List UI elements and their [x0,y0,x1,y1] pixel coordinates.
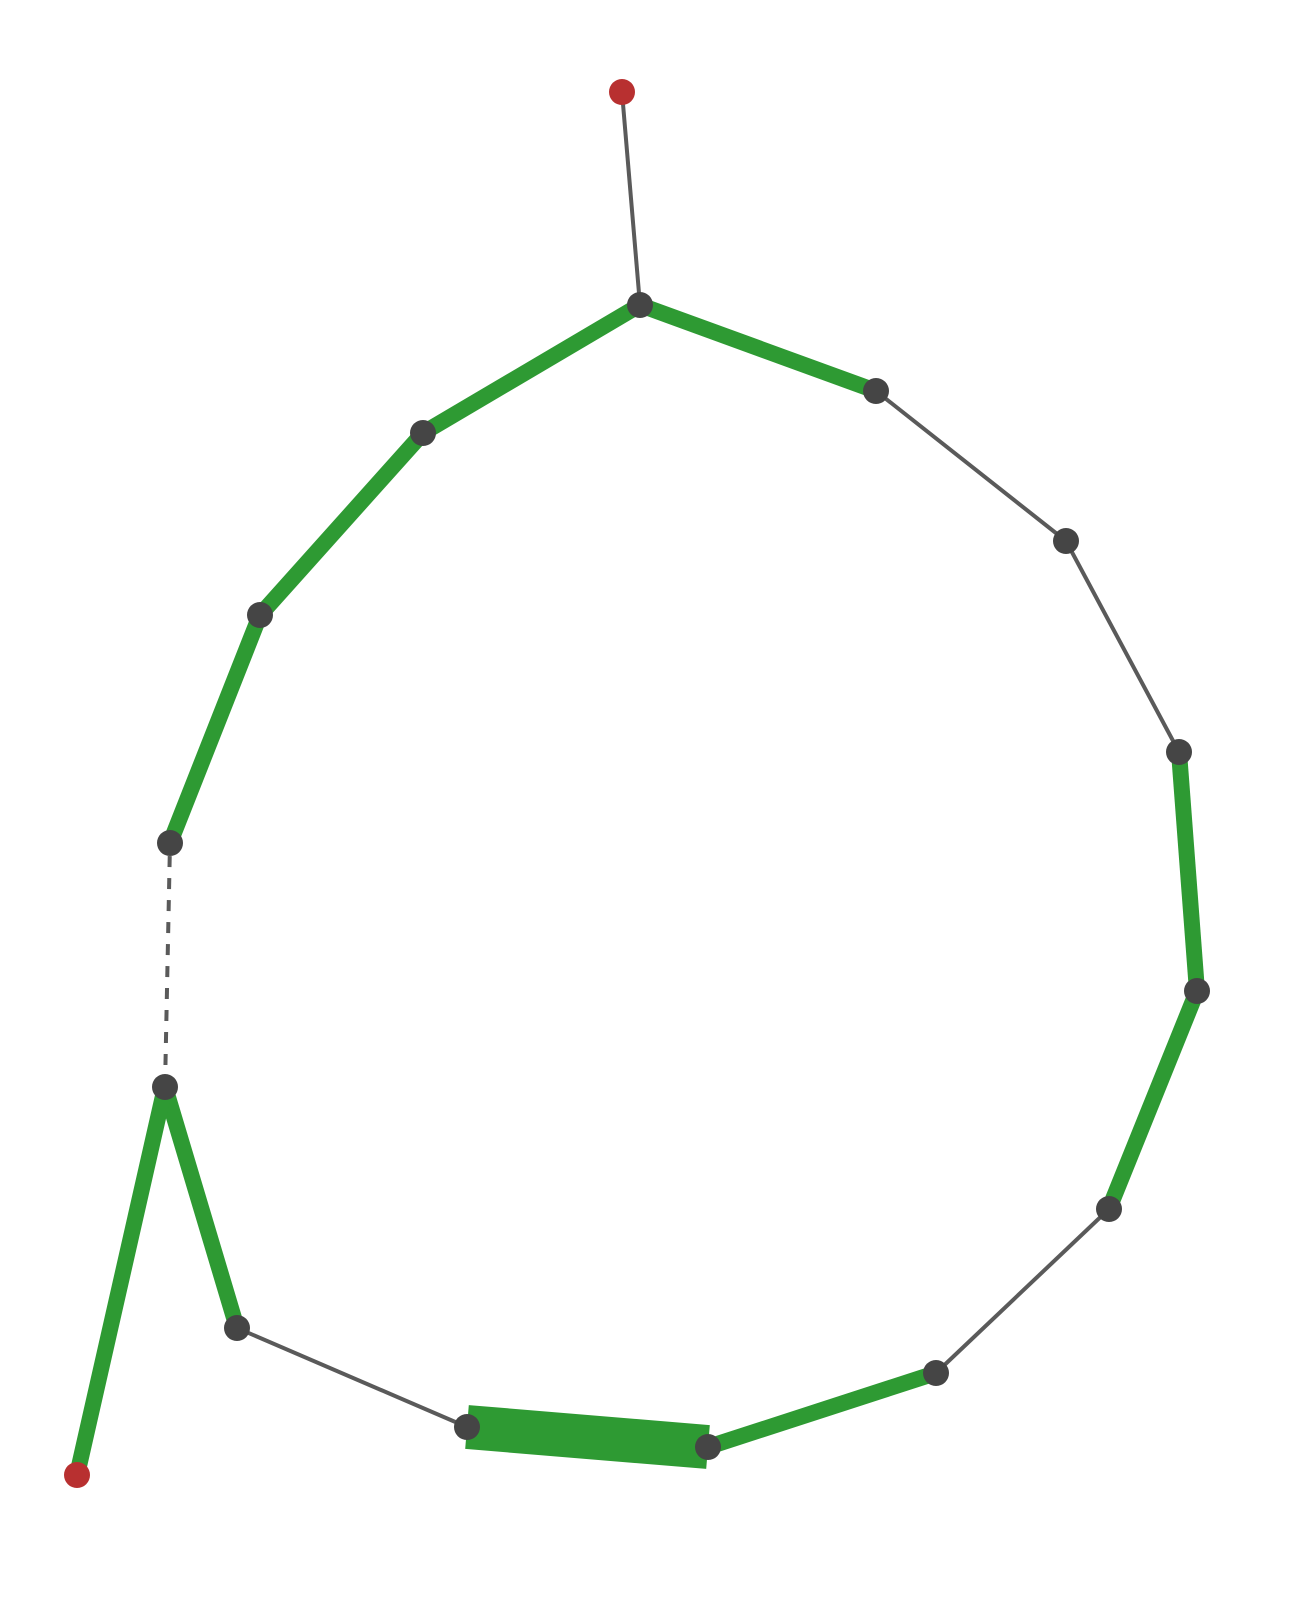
edge-n13-n14 [254,427,429,621]
node-n10 [224,1315,250,1341]
node-n6 [1096,1196,1122,1222]
node-n1 [627,292,653,318]
edge-n10-n11 [157,1084,245,1331]
node-n4 [1166,739,1192,765]
node-n12 [157,830,183,856]
node-n2 [863,378,889,404]
node-n11 [152,1074,178,1100]
edge-n3-n4 [1064,540,1181,753]
edge-n2-n3 [874,389,1068,543]
terminal-node-t2 [64,1462,90,1488]
edge-n5-n6 [1101,988,1205,1212]
edge-n11-n12 [163,842,172,1088]
edge-n9-n10 [236,1326,468,1429]
node-n14 [410,420,436,446]
edge-n14-n15 [418,298,645,440]
node-n5 [1184,978,1210,1004]
edge-t1-n1 [620,91,642,306]
edge-n8-n9 [465,1405,710,1469]
edge-n4-n5 [1171,751,1205,992]
node-n8 [695,1434,721,1460]
edge-n12-n13 [162,612,268,846]
terminal-node-t1 [609,79,635,105]
edge-n1-n2 [637,297,879,399]
edge-n7-n8 [705,1365,939,1455]
nodes-layer [64,79,1210,1488]
node-n7 [923,1360,949,1386]
edge-n6-n7 [934,1207,1111,1375]
node-n3 [1053,528,1079,554]
edge-n11-t2 [69,1085,173,1477]
node-n9 [454,1414,480,1440]
node-n13 [247,602,273,628]
edges-layer [69,91,1205,1477]
